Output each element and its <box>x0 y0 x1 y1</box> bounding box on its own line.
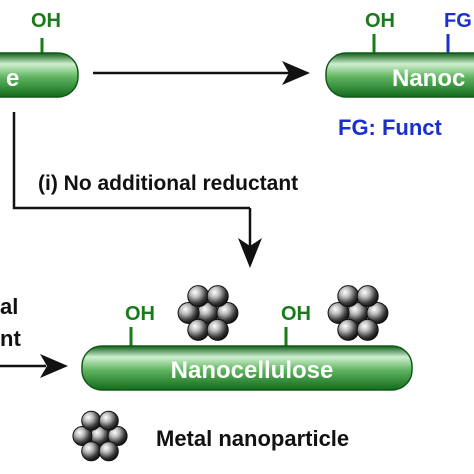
product-rod <box>81 345 413 391</box>
top-right-oh-label: OH <box>365 10 395 32</box>
nanoparticle-atom <box>81 441 102 462</box>
no-reductant-pathway: (i) No additional reductant <box>12 112 298 268</box>
product-oh-right-label: OH <box>281 303 311 325</box>
nanoparticle-atom <box>366 302 389 324</box>
left-pathway: al nt <box>0 294 68 378</box>
top-left-oh-label: OH <box>31 10 61 32</box>
nanoparticle-atom <box>206 285 229 308</box>
top-left-rod-label: e <box>6 65 19 92</box>
nanoparticle-legend: Metal nanoparticle <box>72 410 349 462</box>
left-partial-line1: al <box>0 294 18 319</box>
metal-nanoparticle-cluster <box>177 285 239 341</box>
nanoparticle-atom <box>187 318 210 341</box>
top-left-rod <box>0 52 79 98</box>
top-left-cellulose: OH e <box>0 10 79 98</box>
nanoparticle-atom <box>107 426 128 446</box>
left-partial-line2: nt <box>0 326 21 351</box>
nanoparticle-atom <box>98 410 119 431</box>
nanoparticle-legend-label: Metal nanoparticle <box>156 426 349 451</box>
nanoparticle-atom <box>187 285 210 308</box>
nanoparticle-atom <box>206 318 229 341</box>
top-right-nanocellulose: OH FG Nanoc FG: Funct <box>325 10 474 140</box>
nanoparticle-atom <box>177 302 200 324</box>
product-rod-label: Nanocellulose <box>171 357 334 384</box>
top-right-fg-label: FG <box>444 10 472 32</box>
condition-i-label: (i) No additional reductant <box>38 172 298 195</box>
nanoparticle-atom <box>98 441 119 462</box>
product-nanocellulose: OH OH Nanocellulose <box>81 285 413 391</box>
product-oh-left-label: OH <box>125 303 155 325</box>
nanoparticle-atom <box>356 318 379 341</box>
nanoparticle-atom <box>81 410 102 431</box>
top-right-rod <box>325 52 474 98</box>
nanoparticle-atom <box>327 302 350 324</box>
nanoparticle-atom <box>337 285 360 308</box>
metal-nanoparticle-cluster <box>327 285 389 341</box>
metal-nanoparticle-legend-icon <box>72 410 128 462</box>
fg-legend-label: FG: Funct <box>338 115 443 140</box>
nanoparticle-atom <box>356 285 379 308</box>
nanoparticle-atom <box>337 318 360 341</box>
top-reaction-arrow <box>93 61 310 85</box>
nanoparticle-atom <box>72 426 93 446</box>
nanoparticle-atom <box>216 302 239 324</box>
top-right-rod-label: Nanoc <box>392 65 465 92</box>
